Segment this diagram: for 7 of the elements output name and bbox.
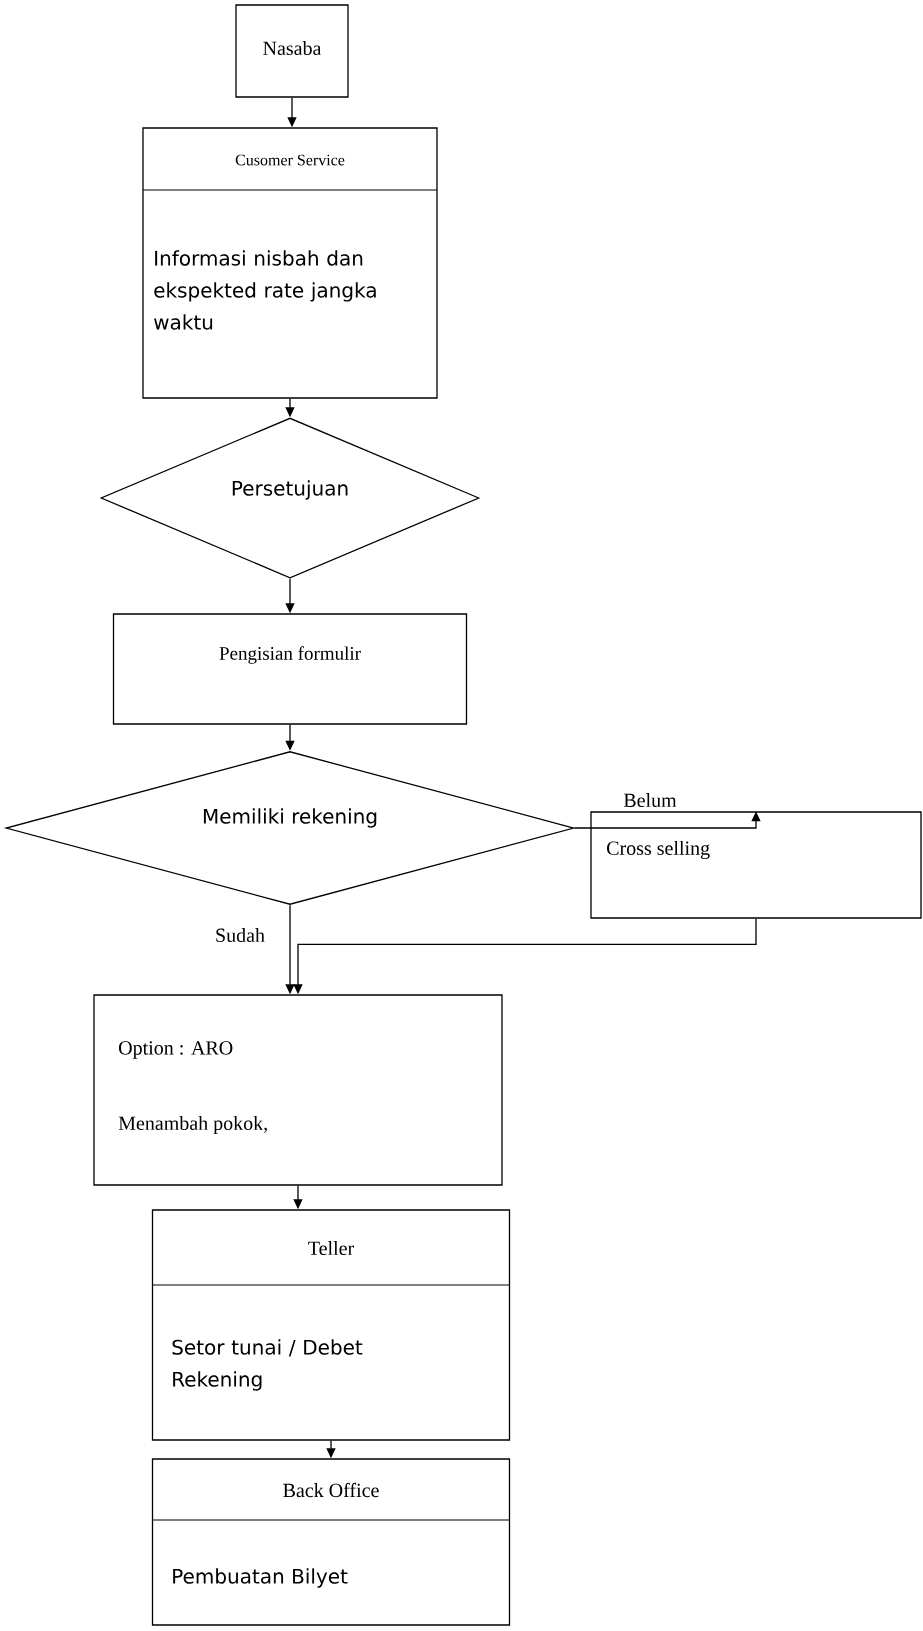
process-box: Back Office Pembuatan Bilyet [151,1458,511,1626]
process-box: Teller Setor tunai / Debet Rekening [151,1209,511,1441]
process-box: Cross selling [590,811,922,919]
process-box: Pengisian formulir [112,613,468,725]
process-box: Option : ARO Menambah pokok, [93,994,503,1186]
process-box: Nasaba [235,4,349,98]
process-box: Cusomer Service Informasi nisbah dan ekspekted rate jangka waktu [142,127,438,399]
